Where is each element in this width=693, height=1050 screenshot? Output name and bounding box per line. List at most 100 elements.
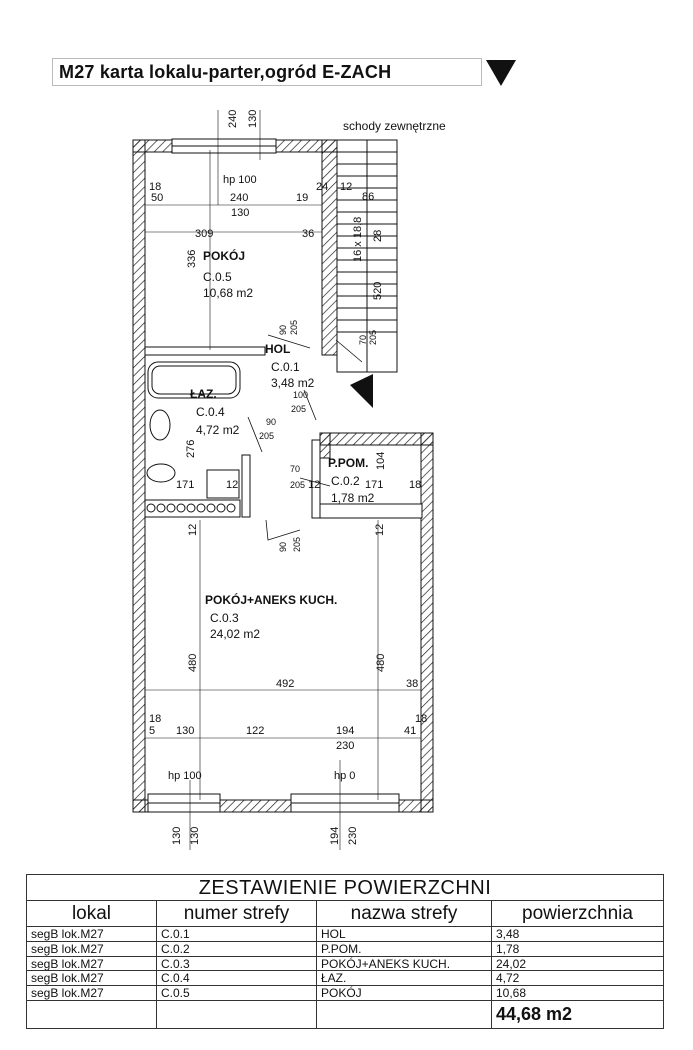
dim-door1-w: 90 — [278, 325, 288, 335]
exterior-stairs — [336, 139, 398, 373]
dim-door-hol-w: 100 — [293, 390, 308, 400]
header-numer-strefy: numer strefy — [156, 900, 317, 928]
cell-numer: C.0.3 — [156, 955, 317, 972]
header-nazwa-strefy: nazwa strefy — [316, 900, 492, 928]
dim-row1-e: 19 — [296, 192, 308, 204]
dim-row2-b: 36 — [302, 228, 314, 240]
room-ppom-name: P.POM. — [328, 456, 368, 470]
room-kitchen-name: POKÓJ+ANEKS KUCH. — [205, 592, 337, 607]
dim-wall-left: 12 — [187, 524, 199, 536]
dim-door1-h: 205 — [289, 320, 299, 335]
dim-mid-width: 171 — [176, 479, 194, 491]
page-title: M27 karta lokalu-parter,ogród E-ZACH — [52, 58, 482, 86]
stairs-small-dim-a: 70 — [358, 335, 368, 345]
dim-row1-a: 18 — [149, 181, 161, 193]
dim-door-hol-h: 205 — [291, 404, 306, 414]
dim-bottom-b: 5 — [149, 725, 155, 737]
table-title: ZESTAWIENIE POWIERZCHNI — [26, 873, 664, 902]
dim-ppom-right: 18 — [409, 479, 421, 491]
dim-bottom-e: 194 — [336, 725, 354, 737]
dim-row1-c: 240 — [230, 192, 248, 204]
cell-powierzchnia: 4,72 — [491, 970, 664, 986]
dim-bottom-g: 41 — [404, 725, 416, 737]
dim-kitchen-left-h: 480 — [187, 654, 199, 672]
dim-kitchen-right: 38 — [406, 678, 418, 690]
table-row: segB lok.M27 C.0.2 P.POM. 1,78 — [26, 941, 664, 957]
dim-pokoj-height: 336 — [186, 250, 198, 268]
room-kitchen-code: C.0.3 — [210, 611, 239, 625]
stairs-dim-width: 86 — [362, 191, 374, 203]
dim-ppom-door-w: 70 — [290, 464, 300, 474]
total-area: 44,68 m2 — [491, 999, 664, 1030]
dim-main-door-w: 90 — [278, 542, 288, 552]
cell-nazwa: POKÓJ+ANEKS KUCH. — [316, 955, 492, 972]
hp-bottom-right: hp 0 — [334, 770, 355, 782]
stairs-label: schody zewnętrzne — [343, 119, 446, 133]
cell-nazwa: HOL — [316, 926, 492, 943]
cell-powierzchnia: 10,68 — [491, 985, 664, 1001]
dim-row1-g: 12 — [340, 181, 352, 193]
dim-bottom-d: 122 — [246, 725, 264, 737]
entrance-arrow-icon — [350, 374, 373, 408]
cell-lokal: segB lok.M27 — [26, 941, 157, 957]
cell-powierzchnia: 3,48 — [491, 926, 664, 943]
hp-top-label: hp 100 — [223, 174, 257, 186]
dim-ppom-door-h: 205 — [290, 480, 305, 490]
total-empty-3 — [316, 999, 492, 1030]
cell-lokal: segB lok.M27 — [26, 926, 157, 943]
total-empty-1 — [26, 999, 157, 1030]
dim-bottom-a: 18 — [149, 713, 161, 725]
dim-top-window-b: 130 — [247, 110, 259, 128]
dim-row1-b: 50 — [151, 192, 163, 204]
dim-bottom-win-b: 130 — [189, 827, 201, 845]
dim-ppom-wall: 12 — [308, 479, 320, 491]
cell-numer: C.0.4 — [156, 970, 317, 986]
dim-bottom-win-d: 230 — [347, 827, 359, 845]
dim-row2-a: 309 — [195, 228, 213, 240]
dim-ppom-height: 104 — [375, 452, 387, 470]
stairs-small-dim-b: 205 — [368, 330, 378, 345]
cell-powierzchnia: 1,78 — [491, 941, 664, 957]
room-hol-code: C.0.1 — [271, 360, 300, 374]
dim-ppom-width: 171 — [365, 479, 383, 491]
page-title-text: M27 karta lokalu-parter,ogród E-ZACH — [59, 61, 392, 82]
room-laz-area: 4,72 m2 — [196, 423, 240, 437]
windows — [147, 138, 400, 813]
cell-nazwa: P.POM. — [316, 941, 492, 957]
stairs-dim-length: 520 — [372, 282, 384, 300]
room-hol-area: 3,48 m2 — [271, 376, 315, 390]
dim-laz-height: 276 — [185, 440, 197, 458]
dim-kitchen-right-h: 480 — [375, 654, 387, 672]
header-lokal: lokal — [26, 900, 157, 928]
cell-nazwa: POKÓJ — [316, 985, 492, 1001]
room-pokoj-code: C.0.5 — [203, 270, 232, 284]
dim-bottom-win-c: 194 — [329, 827, 341, 845]
walls — [132, 139, 434, 813]
area-summary-table: ZESTAWIENIE POWIERZCHNI lokal numer stre… — [26, 873, 664, 1030]
dim-door-laz-w: 90 — [266, 417, 276, 427]
stairs-dim-depth: 28 — [372, 230, 384, 242]
hp-bottom-left: hp 100 — [168, 770, 202, 782]
cell-nazwa: ŁAZ. — [316, 970, 492, 986]
room-ppom-code: C.0.2 — [331, 474, 360, 488]
header-powierzchnia: powierzchnia — [491, 900, 664, 928]
table-row: segB lok.M27 C.0.1 HOL 3,48 — [26, 926, 664, 943]
bathroom-fixtures — [146, 361, 241, 513]
dimension-lines — [145, 110, 421, 850]
cell-numer: C.0.5 — [156, 985, 317, 1001]
dim-bottom-c: 130 — [176, 725, 194, 737]
dim-row1-f: 24 — [316, 181, 328, 193]
floor-plan: schody zewnętrzne 16 x 18,8 28 520 86 70… — [132, 110, 446, 850]
dim-kitchen-width: 492 — [276, 678, 294, 690]
total-empty-2 — [156, 999, 317, 1030]
dim-bottom-f: 230 — [336, 740, 354, 752]
stairs-dim-steps: 16 x 18,8 — [352, 217, 364, 262]
room-pokoj-name: POKÓJ — [203, 248, 245, 263]
dim-row1-d: 130 — [231, 207, 249, 219]
room-ppom-area: 1,78 m2 — [331, 491, 375, 505]
dim-main-door-h: 205 — [292, 537, 302, 552]
table-row: segB lok.M27 C.0.4 ŁAZ. 4,72 — [26, 970, 664, 986]
cell-numer: C.0.1 — [156, 926, 317, 943]
room-hol-name: HOL — [265, 342, 290, 356]
table-row: segB lok.M27 C.0.3 POKÓJ+ANEKS KUCH. 24,… — [26, 955, 664, 972]
